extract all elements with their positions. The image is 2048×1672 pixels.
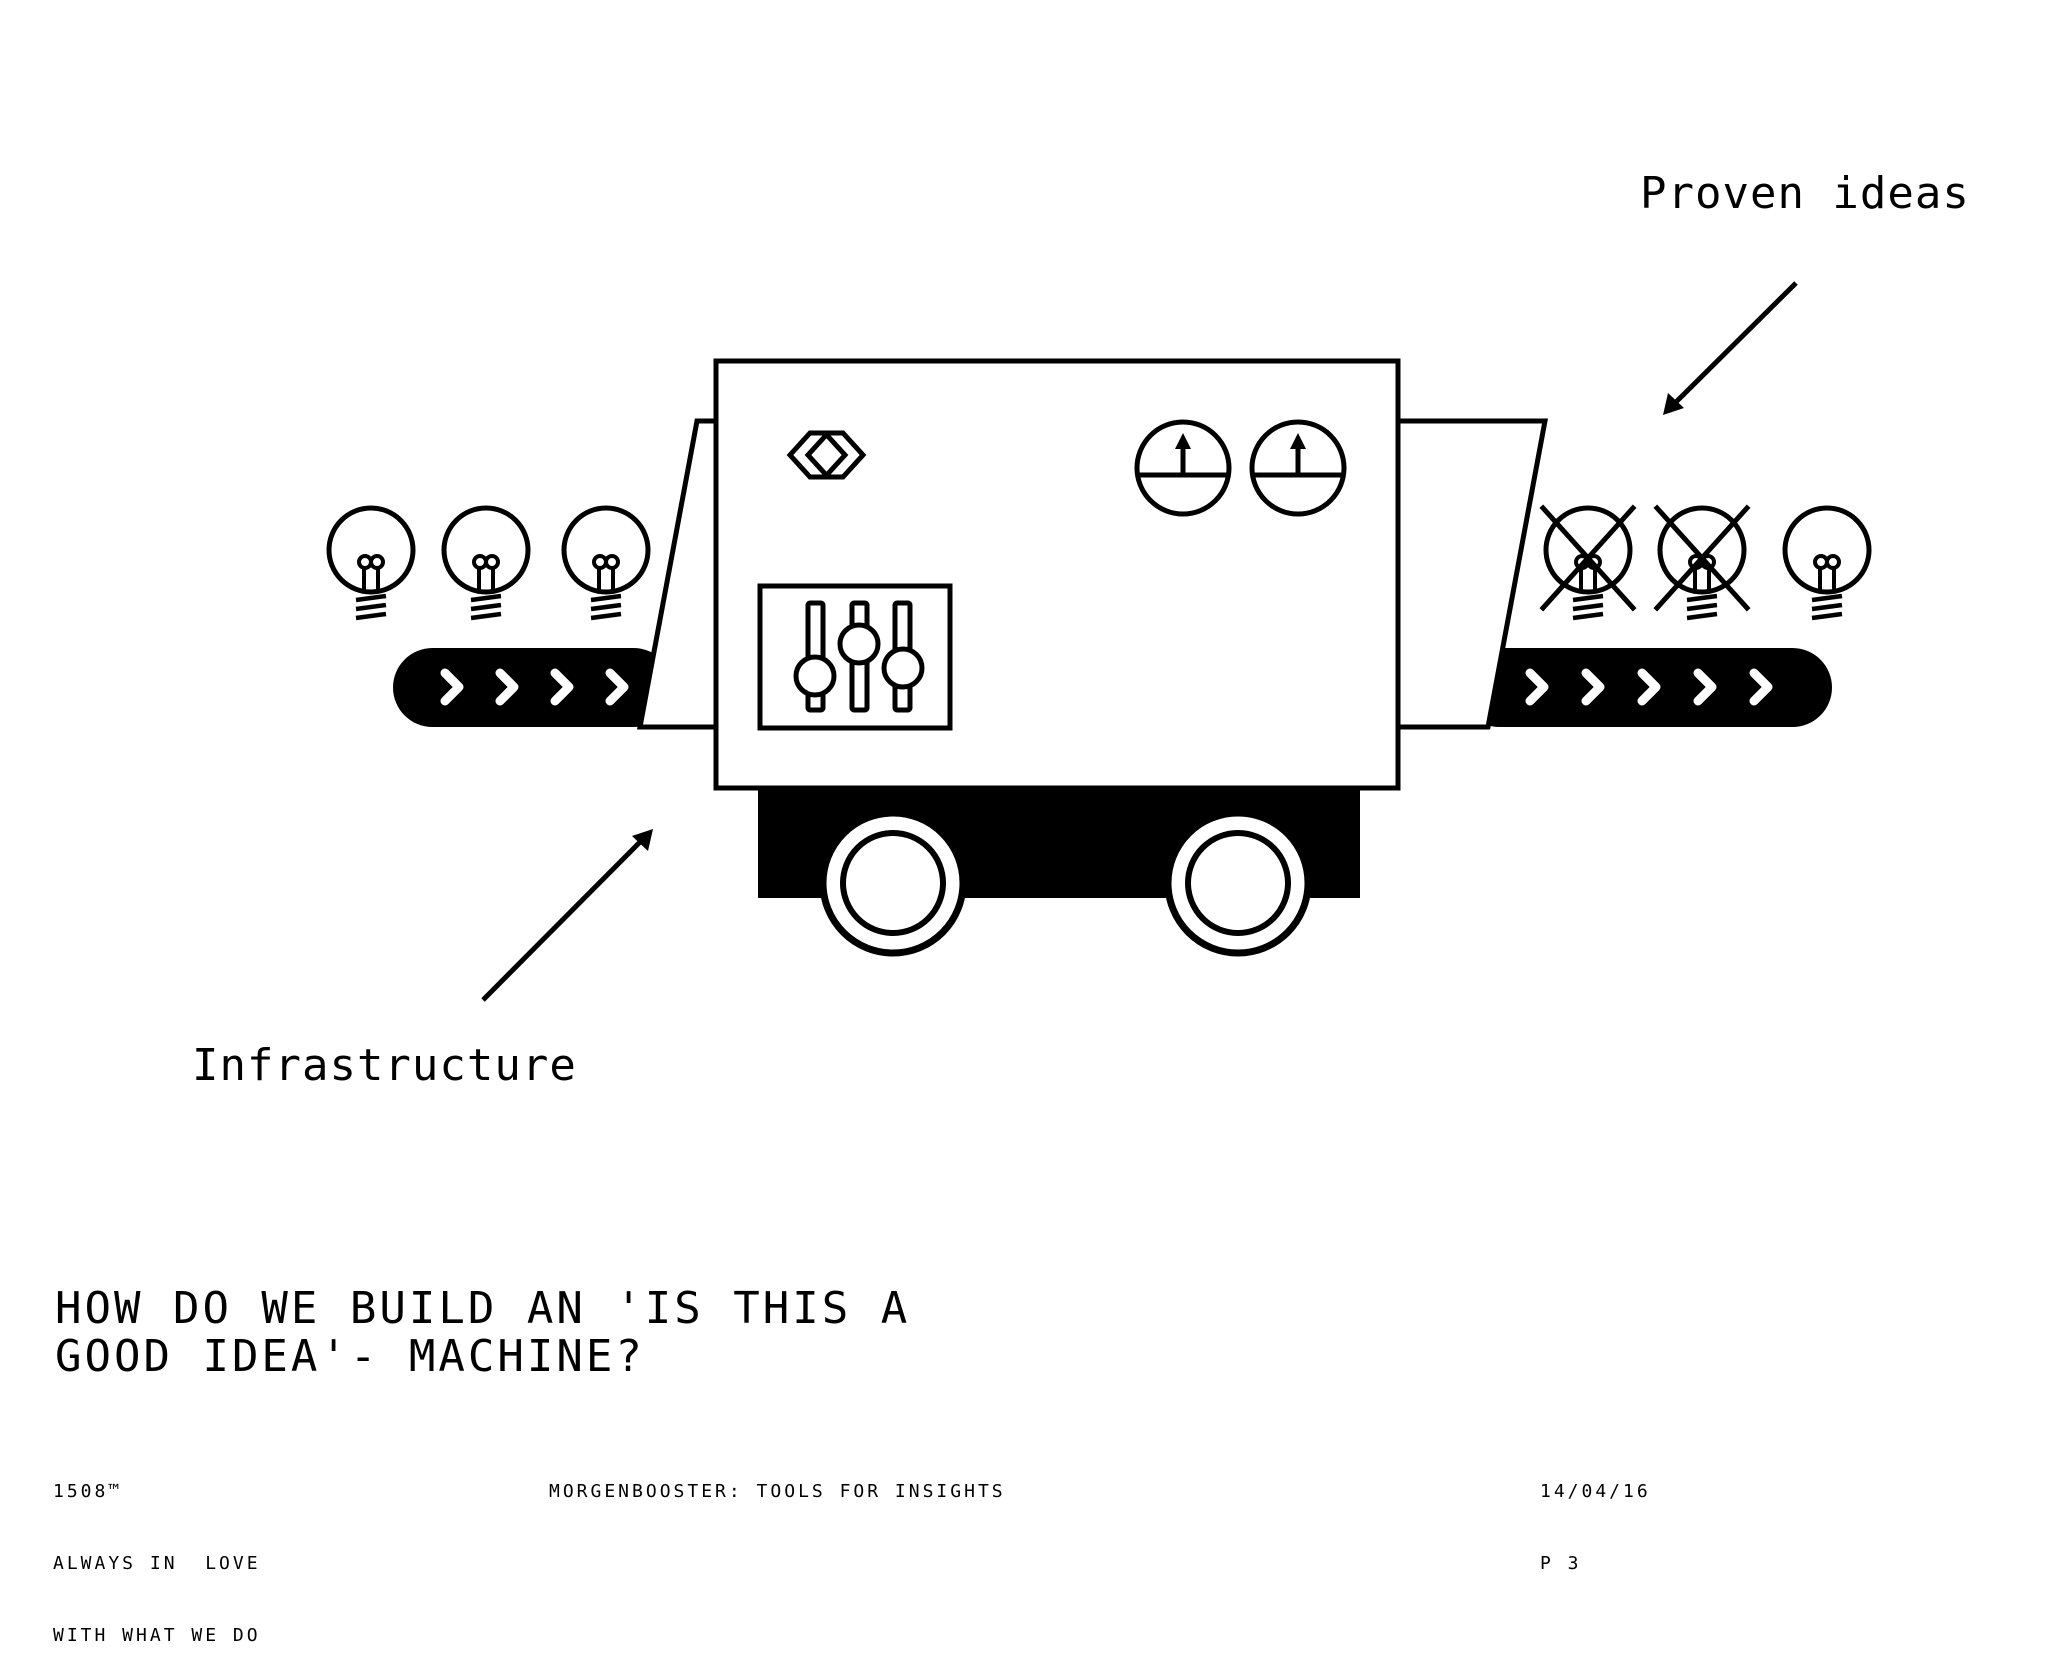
footer-page-number: P 3 [1540, 1553, 1582, 1574]
footer-meta-block: 14/04/16 P 3 [1540, 1432, 1651, 1600]
code-brackets-icon [786, 430, 867, 480]
machine-left-wing [636, 418, 719, 730]
footer-event-title: MORGENBOOSTER: TOOLS FOR INSIGHTS [549, 1481, 1006, 1502]
lightbulb-icon [441, 505, 531, 621]
footer-tagline-line-1: ALWAYS IN LOVE [53, 1553, 261, 1574]
right-conveyor-belt [1460, 648, 1832, 727]
lightbulb-icon [561, 505, 651, 621]
gauge-icon-left [1134, 419, 1232, 517]
wheel-left [819, 809, 967, 957]
idea-machine-diagram [326, 281, 1872, 1002]
rejected-lightbulb-icon [1539, 504, 1637, 621]
proven-ideas-label: Proven ideas [1640, 168, 1970, 219]
infrastructure-arrow [481, 829, 653, 1002]
footer-brand: 1508™ [53, 1481, 123, 1502]
footer-date: 14/04/16 [1540, 1481, 1651, 1502]
footer-event: MORGENBOOSTER: TOOLS FOR INSIGHTS [549, 1432, 1006, 1528]
page-title-line-2: GOOD IDEA'- MACHINE? [55, 1331, 645, 1382]
footer-brand-block: 1508™ ALWAYS IN LOVE WITH WHAT WE DO [53, 1432, 261, 1672]
lightbulb-icon [1782, 505, 1872, 621]
cross-icon [1539, 504, 1637, 612]
wheel-right [1164, 809, 1312, 957]
infrastructure-label: Infrastructure [192, 1040, 577, 1091]
rejected-lightbulb-icon [1653, 504, 1751, 621]
page-title: HOW DO WE BUILD AN 'IS THIS A GOOD IDEA'… [55, 1285, 910, 1381]
cross-icon [1653, 504, 1751, 612]
lightbulb-icon [326, 505, 416, 621]
slider-panel-icon [757, 583, 953, 731]
gauge-icon-right [1249, 419, 1347, 517]
footer-tagline-line-2: WITH WHAT WE DO [53, 1625, 261, 1646]
proven-ideas-arrow [1663, 281, 1798, 415]
page-title-line-1: HOW DO WE BUILD AN 'IS THIS A [55, 1283, 911, 1334]
left-conveyor-belt [393, 648, 673, 727]
